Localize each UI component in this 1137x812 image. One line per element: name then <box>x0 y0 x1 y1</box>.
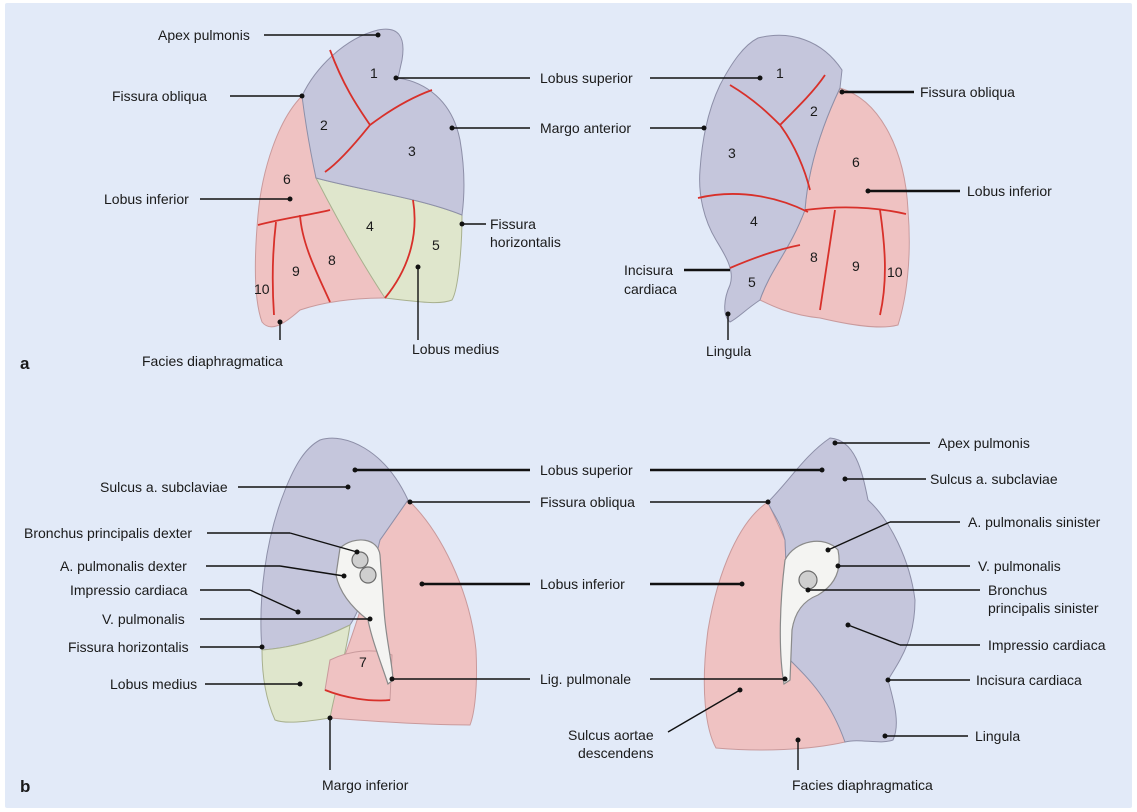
label-apex-pulmonis-a: Apex pulmonis <box>158 27 250 43</box>
left-lung-lateral <box>697 34 910 328</box>
label-fissura-obliqua-b: Fissura obliqua <box>540 494 635 510</box>
label-bronchus-sinister-line1: Bronchus <box>988 582 1047 598</box>
label-incisura-cardiaca-a-line2: cardiaca <box>624 281 677 297</box>
panel-a-label: a <box>20 354 30 373</box>
label-bronchus-principalis-dexter: Bronchus principalis dexter <box>24 525 192 541</box>
left-seg-9: 9 <box>852 258 860 274</box>
right-bronchus-circle <box>351 551 369 569</box>
right-seg-7: 7 <box>359 654 367 670</box>
label-lobus-superior-b: Lobus superior <box>540 462 633 478</box>
label-margo-anterior-a: Margo anterior <box>540 120 631 136</box>
right-seg-2: 2 <box>320 117 328 133</box>
label-lobus-inferior-right-a: Lobus inferior <box>104 191 189 207</box>
right-lobus-superior-shape <box>301 28 465 216</box>
right-seg-8: 8 <box>328 252 336 268</box>
label-lingula-a: Lingula <box>706 343 751 359</box>
left-hilum-area <box>779 540 840 686</box>
label-lobus-medius-a: Lobus medius <box>412 341 499 357</box>
label-lobus-superior-a: Lobus superior <box>540 70 633 86</box>
label-lobus-medius-b: Lobus medius <box>110 676 197 692</box>
label-incisura-cardiaca-b: Incisura cardiaca <box>976 672 1082 688</box>
label-impressio-cardiaca-right: Impressio cardiaca <box>70 582 188 598</box>
right-artery-circle <box>359 566 377 584</box>
label-apex-pulmonis-b: Apex pulmonis <box>938 435 1030 451</box>
panel-a-leaders <box>200 32 960 340</box>
left-lobus-superior-shape <box>699 34 843 323</box>
right-seg-6: 6 <box>283 171 291 187</box>
label-fissura-horizontalis-b: Fissura horizontalis <box>68 639 189 655</box>
label-a-pulmonalis-sinister: A. pulmonalis sinister <box>968 514 1101 530</box>
label-fissura-obliqua-left-a: Fissura obliqua <box>920 84 1015 100</box>
label-bronchus-sinister-line2: principalis sinister <box>988 600 1099 616</box>
left-seg-3: 3 <box>728 145 736 161</box>
left-seg-10: 10 <box>887 264 903 280</box>
label-sulcus-aortae-line2: descendens <box>578 745 654 761</box>
label-sulcus-subclaviae-right: Sulcus a. subclaviae <box>100 479 228 495</box>
label-margo-inferior: Margo inferior <box>322 777 409 793</box>
panel-b-label: b <box>20 777 30 796</box>
left-seg-1: 1 <box>776 65 784 81</box>
label-lobus-inferior-b: Lobus inferior <box>540 576 625 592</box>
label-v-pulmonalis-right: V. pulmonalis <box>102 611 185 627</box>
right-seg-1: 1 <box>370 65 378 81</box>
right-seg-4: 4 <box>366 218 374 234</box>
right-seg-9: 9 <box>292 263 300 279</box>
label-fissura-obliqua-right-a: Fissura obliqua <box>112 88 207 104</box>
right-segment-7-border <box>324 689 391 702</box>
label-lingula-b: Lingula <box>975 728 1020 744</box>
left-segment-borders <box>697 74 907 316</box>
right-hilum-area <box>335 539 394 686</box>
label-lobus-inferior-left-a: Lobus inferior <box>967 183 1052 199</box>
label-lig-pulmonale: Lig. pulmonale <box>540 671 631 687</box>
label-impressio-cardiaca-left: Impressio cardiaca <box>988 637 1106 653</box>
left-seg-8: 8 <box>810 249 818 265</box>
label-facies-diaphragmatica-a: Facies diaphragmatica <box>142 353 283 369</box>
right-seg-5: 5 <box>432 237 440 253</box>
left-bronchus-circle <box>798 570 818 590</box>
right-lung-lateral <box>254 28 465 328</box>
right-segment-numbers: 1 2 3 4 5 6 8 9 10 <box>254 65 440 297</box>
panel-b-leaders <box>200 440 980 770</box>
label-fissura-horizontalis-a-line2: horizontalis <box>490 234 561 250</box>
label-fissura-horizontalis-a-line1: Fissura <box>490 216 536 232</box>
right-seg-3: 3 <box>408 143 416 159</box>
left-seg-2: 2 <box>810 103 818 119</box>
left-seg-6: 6 <box>852 154 860 170</box>
left-seg-5: 5 <box>748 274 756 290</box>
figure-background <box>5 3 1132 808</box>
label-incisura-cardiaca-a-line1: Incisura <box>624 262 673 278</box>
left-segment-numbers: 1 2 3 4 5 6 8 9 10 <box>728 65 903 290</box>
right-segment-borders <box>257 49 433 316</box>
label-sulcus-subclaviae-left: Sulcus a. subclaviae <box>930 471 1058 487</box>
label-v-pulmonalis-left: V. pulmonalis <box>978 558 1061 574</box>
left-lung-medial <box>703 437 916 751</box>
label-sulcus-aortae-line1: Sulcus aortae <box>568 727 654 743</box>
label-a-pulmonalis-dexter: A. pulmonalis dexter <box>60 558 187 574</box>
left-seg-4: 4 <box>750 213 758 229</box>
right-medial-lobus-medius-shape <box>261 624 351 723</box>
right-lung-medial <box>260 437 478 726</box>
right-seg-10: 10 <box>254 281 270 297</box>
label-facies-diaphragmatica-b: Facies diaphragmatica <box>792 777 933 793</box>
